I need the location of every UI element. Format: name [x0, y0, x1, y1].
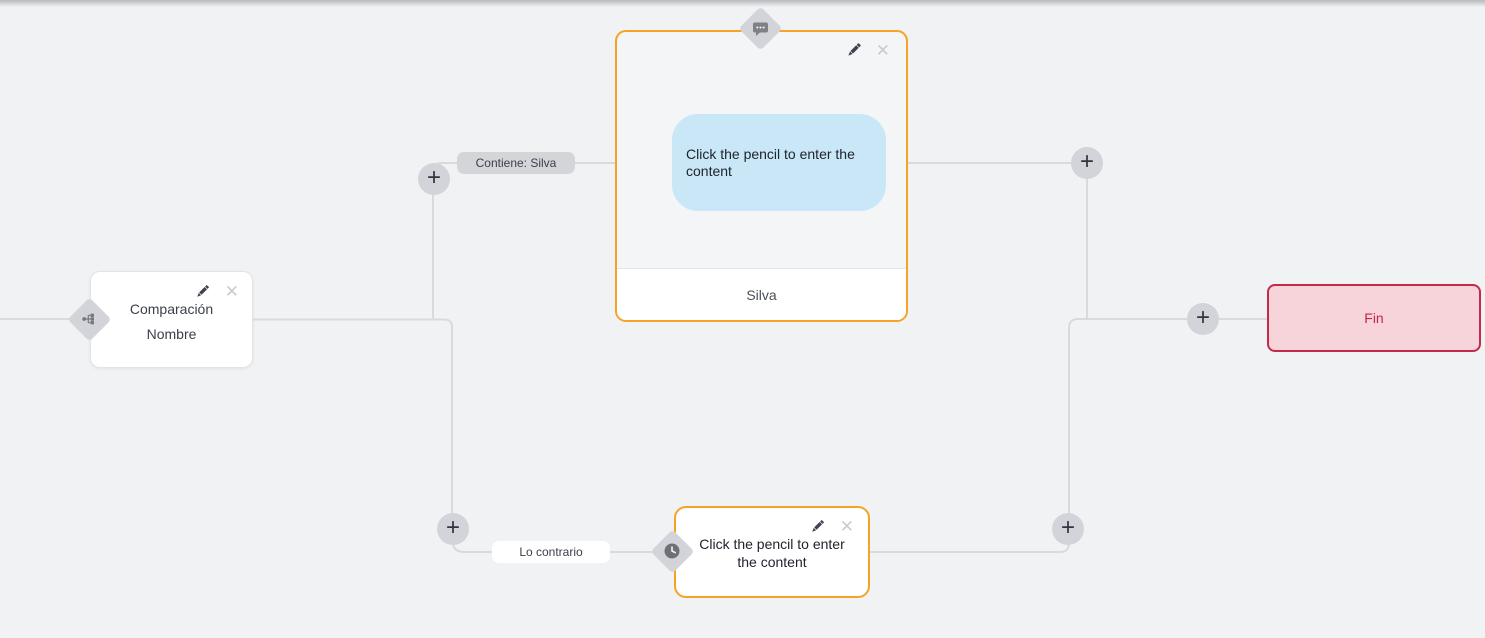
add-step-button-before-end[interactable]: +: [1187, 303, 1219, 335]
pencil-icon: [812, 519, 825, 532]
pencil-icon: [848, 43, 861, 56]
delete-message-button[interactable]: ✕: [875, 40, 890, 60]
edge-action-to-end: [868, 318, 1268, 553]
edit-message-button[interactable]: [845, 41, 863, 59]
condition-node-title: Comparación: [129, 301, 214, 317]
end-node[interactable]: Fin: [1267, 284, 1481, 352]
end-node-label: Fin: [1364, 310, 1384, 326]
condition-node[interactable]: ✕ Comparación Nombre: [90, 271, 253, 368]
add-step-button-after-message[interactable]: +: [1071, 147, 1103, 179]
edge-condition-to-message: [432, 162, 616, 319]
edit-action-button[interactable]: [809, 517, 827, 535]
message-node-footer: Silva: [617, 268, 906, 320]
add-step-button-after-action[interactable]: +: [1052, 513, 1084, 545]
action-preview-text: Click the pencil to enter the content: [699, 536, 845, 570]
message-preview-bubble: Click the pencil to enter the content: [672, 114, 886, 211]
delete-action-button[interactable]: ✕: [839, 516, 854, 536]
edge-condition-to-action: [253, 318, 654, 553]
edge-label-match[interactable]: Contiene: Silva: [457, 152, 575, 174]
condition-node-subtitle: Nombre: [146, 326, 197, 342]
edit-condition-button[interactable]: [194, 282, 212, 300]
message-node-name: Silva: [746, 286, 777, 303]
edge-message-to-end: [906, 162, 1088, 319]
message-node[interactable]: ✕ Click the pencil to enter the content …: [615, 30, 908, 322]
add-step-button-branch-bottom[interactable]: +: [437, 513, 469, 545]
edge-label-no-match[interactable]: Lo contrario: [492, 541, 610, 563]
edge-label-match-text: Contiene: Silva: [475, 156, 557, 170]
hierarchy-icon: [80, 310, 98, 328]
edge-label-no-match-text: Lo contrario: [519, 545, 583, 559]
chat-bubble-icon: [751, 20, 769, 38]
clock-icon: [663, 542, 681, 560]
condition-node-title-block: Comparación Nombre: [91, 297, 252, 347]
delete-condition-button[interactable]: ✕: [224, 281, 239, 301]
add-step-button-branch-top[interactable]: +: [418, 163, 450, 195]
action-node[interactable]: ✕ Click the pencil to enter the content: [674, 506, 870, 598]
message-preview-text: Click the pencil to enter the content: [686, 145, 855, 179]
pencil-icon: [197, 284, 210, 297]
